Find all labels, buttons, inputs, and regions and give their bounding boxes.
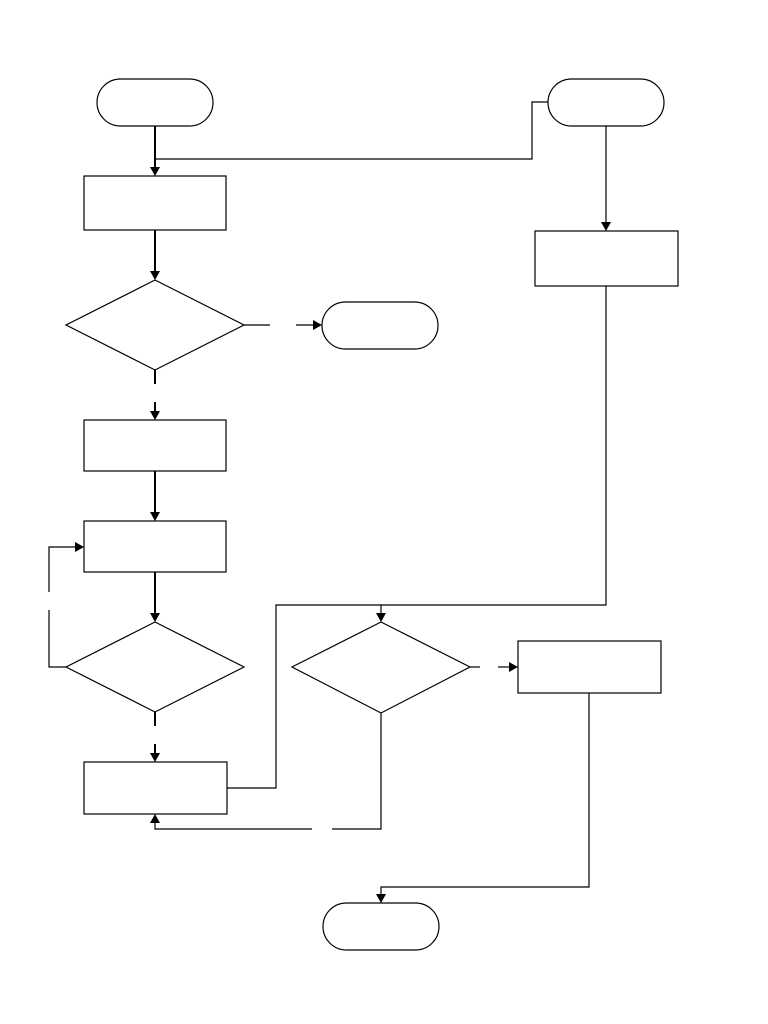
- decision-diamond-1: [64, 279, 246, 371]
- connector-decision-2-loop-b: [48, 546, 76, 592]
- decision-diamond-2: [64, 621, 246, 713]
- arrowhead-process-1: [150, 167, 160, 176]
- arrowhead-decision-2: [150, 613, 160, 622]
- arrowhead-process-right: [601, 222, 611, 231]
- arrowhead-process-2: [150, 411, 160, 420]
- process-box-5: [517, 640, 662, 694]
- terminator-start-left: [96, 78, 214, 127]
- process-box-3: [83, 520, 227, 573]
- process-box-right: [534, 230, 679, 287]
- connector-process-5-to-end: [380, 693, 590, 895]
- arrowhead-process-3: [150, 512, 160, 521]
- arrowhead-process-5: [509, 662, 518, 672]
- arrowhead-terminator-mid: [313, 320, 322, 330]
- connector-decision-3-to-process-4-a: [332, 713, 382, 830]
- process-box-1: [83, 175, 227, 231]
- arrowhead-loop-process-3: [75, 542, 84, 552]
- terminator-end: [322, 902, 440, 951]
- arrowhead-process-4-bottom: [150, 814, 160, 823]
- terminator-mid: [321, 301, 439, 350]
- process-box-4: [83, 761, 228, 815]
- connector-process-right-to-decision-3: [380, 286, 607, 614]
- terminator-start-right: [547, 78, 665, 127]
- arrowhead-decision-1: [150, 271, 160, 280]
- arrowhead-process-4: [150, 753, 160, 762]
- connector-start-right-to-main: [155, 101, 548, 160]
- arrowhead-end: [376, 894, 386, 903]
- arrowhead-decision-3-top: [376, 613, 386, 622]
- connector-decision-3-to-process-4-b: [154, 822, 312, 830]
- connector-process-4-to-decision-3: [227, 604, 381, 789]
- connector-decision-2-loop-a: [48, 610, 66, 668]
- process-box-2: [83, 419, 227, 472]
- decision-diamond-3: [290, 621, 472, 714]
